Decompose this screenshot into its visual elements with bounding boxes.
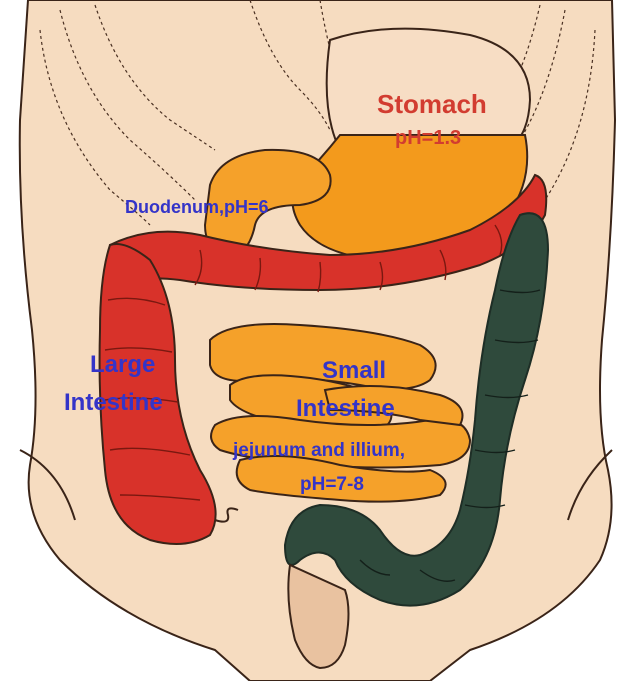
label-stomach-ph: pH=1.3 [395, 127, 461, 149]
label-small-intestine-2: Intestine [296, 395, 395, 422]
label-small-intestine-3: jejunum and illium, [232, 440, 405, 461]
label-duodenum: Duodenum,pH=6 [125, 197, 269, 217]
label-small-intestine-1: Small [322, 357, 386, 384]
label-large-intestine-2: Intestine [64, 389, 163, 416]
label-stomach: Stomach [377, 89, 487, 119]
label-small-intestine-4: pH=7-8 [300, 474, 364, 495]
label-large-intestine-1: Large [90, 351, 155, 378]
